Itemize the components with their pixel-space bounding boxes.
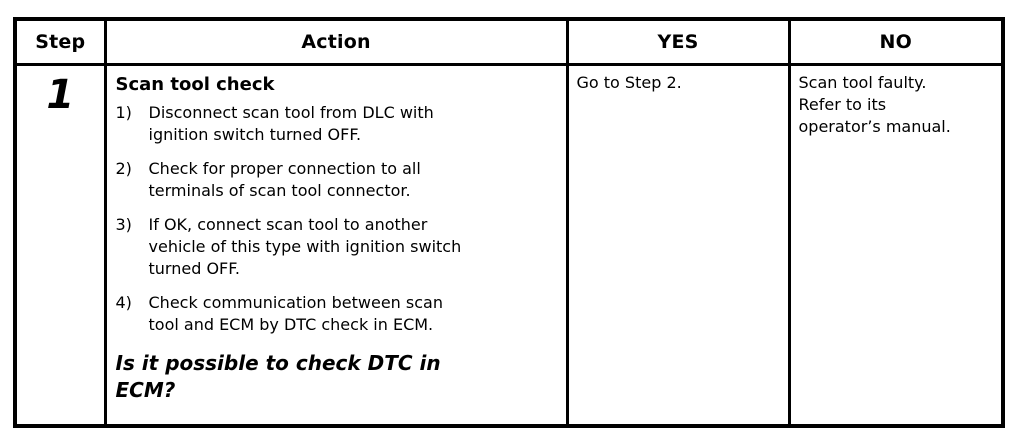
- action-question: Is it possible to check DTC in ECM?: [115, 350, 441, 402]
- action-item: 2) Check for proper connection to all ter…: [116, 158, 558, 202]
- action-item-text: Check communication between scan tool an…: [148, 292, 443, 334]
- action-item-number: 4): [115, 292, 132, 312]
- column-header-step: Step: [13, 17, 107, 66]
- action-item-text: Check for proper connection to all termi…: [148, 158, 421, 200]
- column-header-no: NO: [787, 17, 1005, 66]
- action-item-number: 2): [115, 158, 132, 178]
- column-header-action: Action: [103, 17, 569, 66]
- diagnostic-table: Step Action YES NO 1 Scan tool check 1) D…: [13, 17, 1005, 428]
- no-result-text: Scan tool faulty. Refer to its operator’…: [798, 72, 951, 136]
- table-header-row: Step Action YES NO: [13, 17, 1005, 66]
- action-item: 1) Disconnect scan tool from DLC with ign…: [116, 102, 558, 146]
- action-item-text: Disconnect scan tool from DLC with ignit…: [148, 102, 434, 144]
- action-item-number: 3): [115, 214, 132, 234]
- yes-result-text: Go to Step 2.: [576, 72, 682, 92]
- step-number: 1: [46, 71, 75, 118]
- action-item: 3) If OK, connect scan tool to another ve…: [116, 214, 558, 280]
- action-item-number: 1): [115, 102, 132, 122]
- table-row: 1 Scan tool check 1) Disconnect scan tool…: [13, 62, 1005, 428]
- action-item-text: If OK, connect scan tool to another vehi…: [148, 214, 462, 278]
- action-item: 4) Check communication between scan tool …: [116, 292, 558, 336]
- no-cell: Scan tool faulty. Refer to its operator’…: [787, 62, 1005, 428]
- yes-cell: Go to Step 2.: [565, 62, 791, 428]
- step-cell: 1: [13, 62, 107, 428]
- action-title: Scan tool check: [115, 73, 275, 95]
- column-header-yes: YES: [565, 17, 791, 66]
- action-cell: Scan tool check 1) Disconnect scan tool f…: [103, 62, 569, 428]
